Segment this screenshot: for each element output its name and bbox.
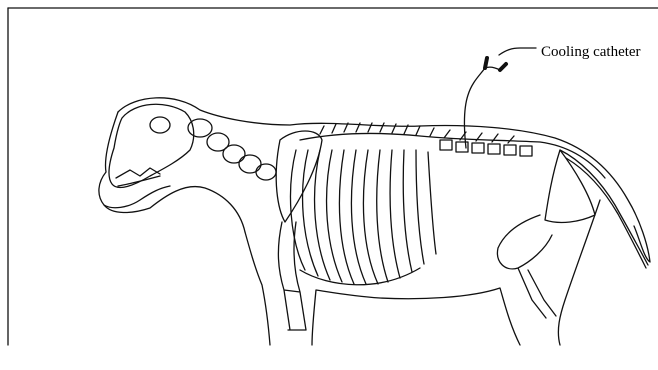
catheter-connector-1	[485, 58, 487, 68]
jaw-outline	[104, 186, 170, 208]
cooling-catheter-label: Cooling catheter	[541, 44, 641, 60]
ribcage	[290, 150, 436, 285]
cooling-catheter-tube	[464, 67, 500, 148]
eye-orbit	[150, 117, 170, 133]
hind-leg-bones	[497, 215, 556, 318]
skull-teeth	[116, 168, 160, 186]
head-outline	[99, 112, 245, 232]
front-leg-bones	[278, 222, 306, 330]
catheter-connector-2	[500, 64, 506, 70]
cervical-vertebrae	[188, 119, 276, 180]
callout-line	[499, 48, 536, 55]
